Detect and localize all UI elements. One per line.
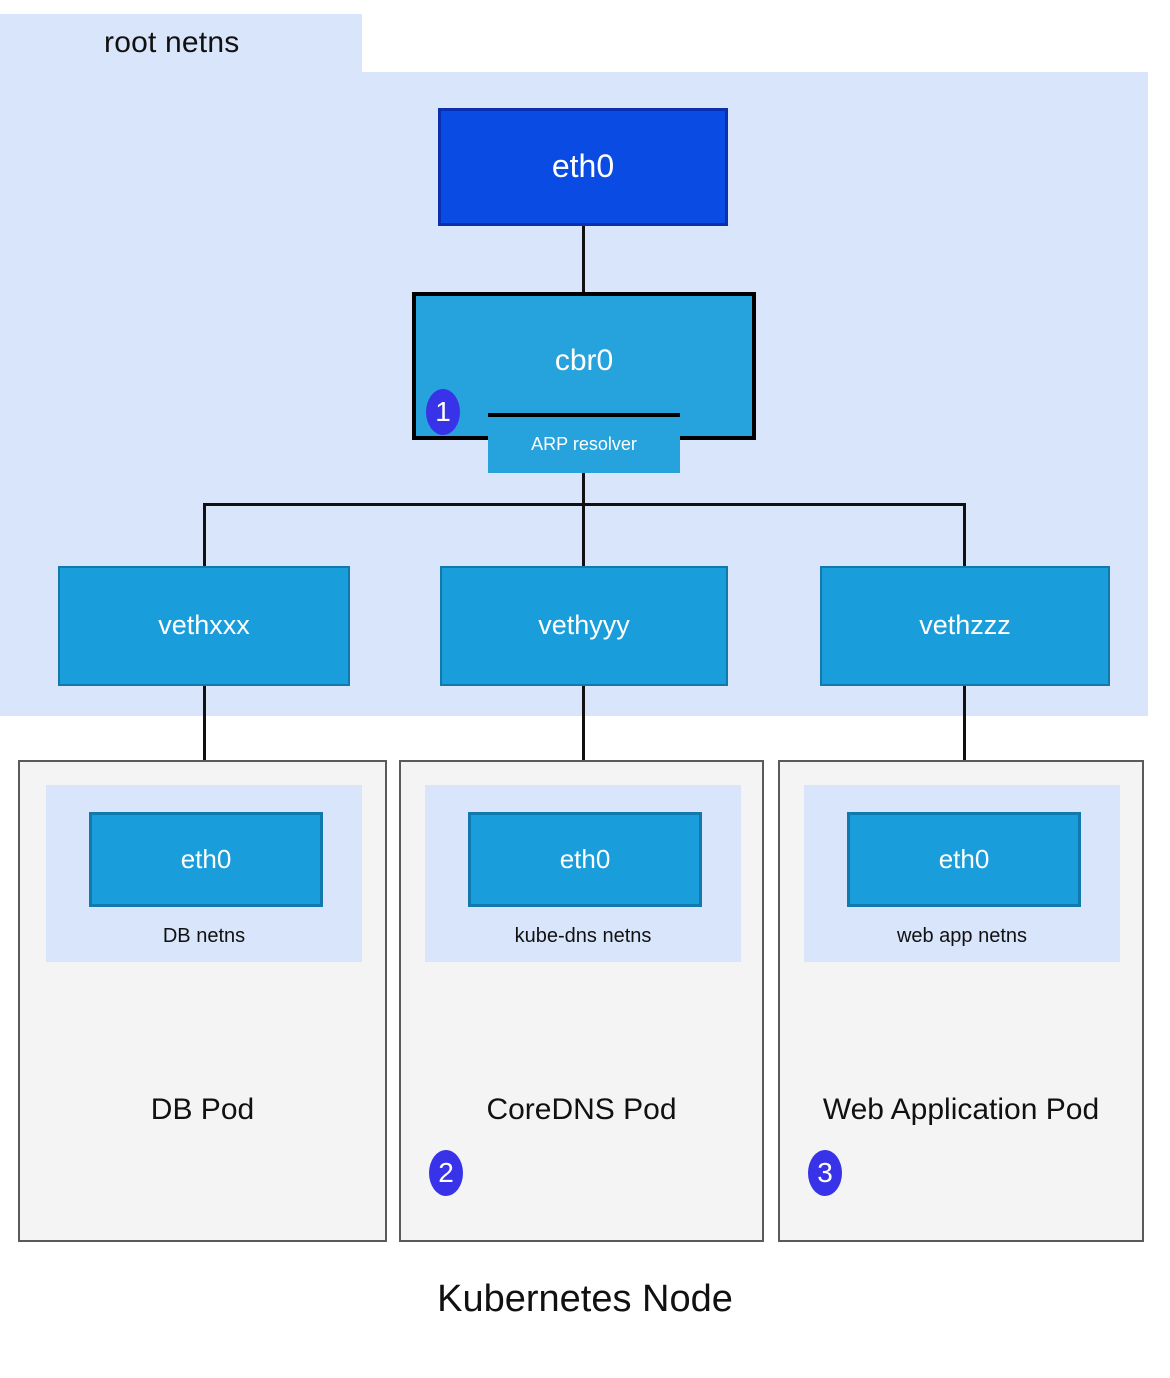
connector-cbr0-to-bus	[582, 473, 585, 506]
step-badge-2: 2	[429, 1150, 463, 1196]
diagram-caption: Kubernetes Node	[437, 1278, 733, 1320]
vethyyy-node[interactable]: vethyyy	[440, 566, 728, 686]
pod-coredns-eth0-label: eth0	[559, 844, 611, 875]
vethzzz-label: vethzzz	[919, 610, 1011, 641]
cbr0-label: cbr0	[554, 344, 614, 377]
host-eth0-node[interactable]: eth0	[438, 108, 728, 226]
connector-eth0-to-cbr0	[582, 226, 585, 292]
arp-resolver-node[interactable]: ARP resolver	[488, 413, 680, 473]
veth-distribution-bus	[204, 503, 966, 506]
vethyyy-label: vethyyy	[538, 610, 630, 641]
root-netns-region-tab	[0, 14, 362, 74]
pod-coredns-netns-region: eth0 kube-dns netns	[425, 785, 741, 962]
step-badge-2-label: 2	[438, 1157, 454, 1188]
connector-bus-to-vethxxx	[203, 503, 206, 568]
pod-coredns-eth0-node[interactable]: eth0	[468, 812, 702, 907]
pod-webapp-eth0-label: eth0	[938, 844, 990, 875]
pod-db-eth0-node[interactable]: eth0	[89, 812, 323, 907]
root-netns-label: root netns	[104, 26, 240, 59]
connector-bus-to-vethyyy	[582, 503, 585, 568]
step-badge-1-label: 1	[435, 396, 451, 427]
connector-vethyyy-to-coredns-eth0	[582, 686, 585, 816]
pod-coredns-title: CoreDNS Pod	[486, 1093, 677, 1126]
pod-webapp[interactable]: eth0 web app netns Web Application Pod 3	[778, 760, 1144, 1242]
pod-coredns-netns-label: kube-dns netns	[514, 925, 652, 947]
pod-db-netns-region: eth0 DB netns	[46, 785, 362, 962]
pod-coredns[interactable]: eth0 kube-dns netns CoreDNS Pod 2	[399, 760, 764, 1242]
pod-webapp-netns-label: web app netns	[896, 925, 1028, 947]
step-badge-3-label: 3	[817, 1157, 833, 1188]
pod-webapp-eth0-node[interactable]: eth0	[847, 812, 1081, 907]
step-badge-3: 3	[808, 1150, 842, 1196]
step-badge-1: 1	[426, 389, 460, 435]
pod-db[interactable]: eth0 DB netns DB Pod	[18, 760, 387, 1242]
pod-db-netns-label: DB netns	[162, 925, 246, 947]
connector-vethzzz-to-webapp-eth0	[963, 686, 966, 816]
vethxxx-node[interactable]: vethxxx	[58, 566, 350, 686]
vethxxx-label: vethxxx	[158, 610, 250, 641]
vethzzz-node[interactable]: vethzzz	[820, 566, 1110, 686]
pod-db-eth0-label: eth0	[180, 844, 232, 875]
arp-resolver-label: ARP resolver	[531, 434, 637, 455]
pod-db-title: DB Pod	[150, 1093, 255, 1126]
connector-bus-to-vethzzz	[963, 503, 966, 568]
pod-webapp-title: Web Application Pod	[822, 1093, 1100, 1126]
pod-webapp-netns-region: eth0 web app netns	[804, 785, 1120, 962]
host-eth0-label: eth0	[551, 148, 615, 185]
connector-vethxxx-to-db-eth0	[203, 686, 206, 816]
